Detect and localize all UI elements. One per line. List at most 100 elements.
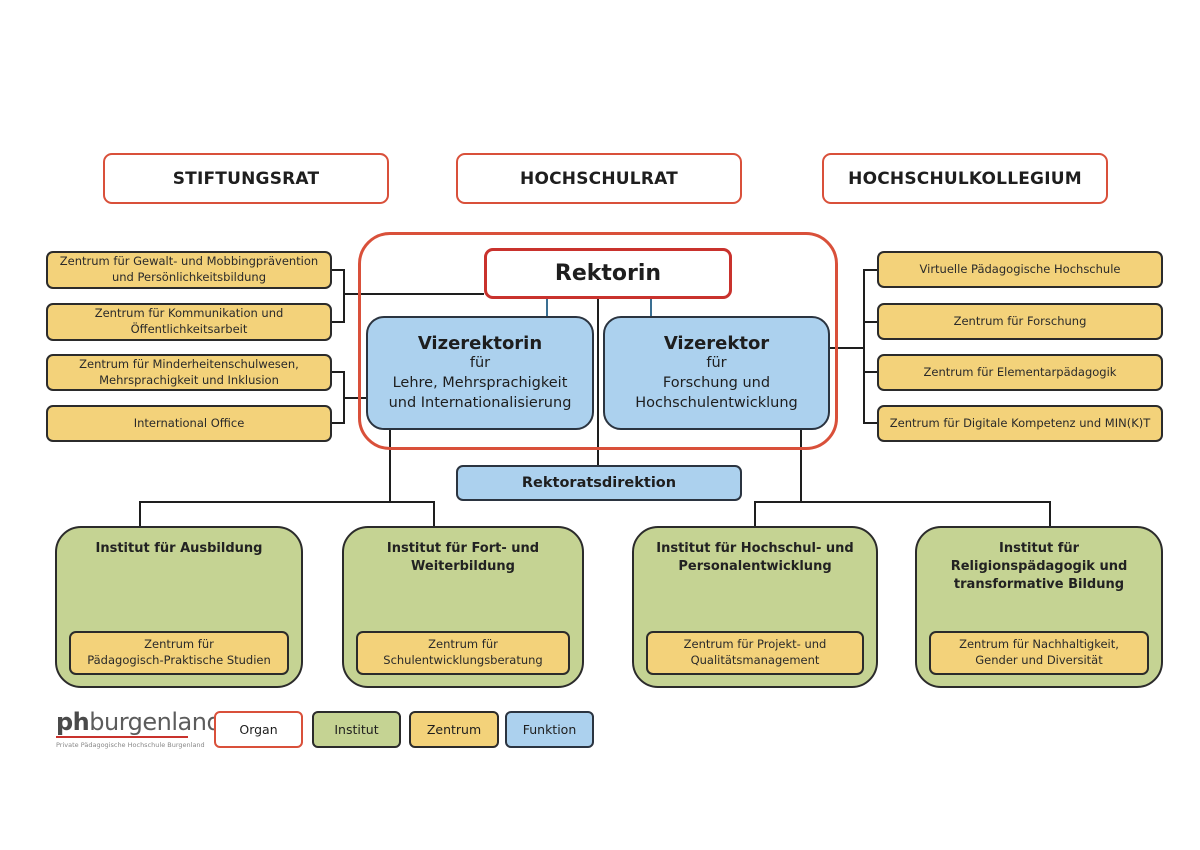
right-zentrum-item[interactable]: Zentrum für Elementarpädagogik bbox=[877, 354, 1163, 391]
institut-title-line: Religionspädagogik und bbox=[950, 559, 1128, 575]
connector bbox=[597, 299, 599, 465]
logo: phburgenland Private Pädagogische Hochsc… bbox=[56, 708, 222, 752]
rektorin-label: Rektorin bbox=[554, 261, 662, 286]
institut-zentrum[interactable]: Zentrum für Nachhaltigkeit, Gender und D… bbox=[929, 631, 1149, 675]
connector bbox=[800, 430, 802, 502]
right-zentrum-item[interactable]: Zentrum für Forschung bbox=[877, 303, 1163, 340]
institut-zentrum[interactable]: Zentrum für Pädagogisch-Praktische Studi… bbox=[69, 631, 289, 675]
legend-label: Institut bbox=[334, 722, 379, 737]
zentrum-line: und Persönlichkeitsbildung bbox=[111, 270, 267, 284]
legend-label: Organ bbox=[239, 722, 278, 737]
connector bbox=[863, 269, 877, 271]
organ-label: STIFTUNGSRAT bbox=[172, 168, 320, 189]
organ-hochschulkollegium[interactable]: HOCHSCHULKOLLEGIUM bbox=[822, 153, 1108, 204]
connector bbox=[332, 422, 344, 424]
connector bbox=[546, 299, 548, 316]
logo-subtitle: Private Pädagogische Hochschule Burgenla… bbox=[56, 741, 205, 749]
zentrum-line: Gender und Diversität bbox=[975, 653, 1103, 667]
vizerektor-box[interactable]: Vizerektor für Forschung und Hochschulen… bbox=[603, 316, 830, 430]
connector bbox=[139, 501, 141, 526]
vizerektorin-title: Vizerektorin bbox=[417, 332, 543, 354]
institut-ausbildung[interactable]: Institut für Ausbildung Zentrum für Päda… bbox=[55, 526, 303, 688]
zentrum-line: International Office bbox=[133, 415, 245, 430]
left-zentrum-item[interactable]: Zentrum für Gewalt- und Mobbingpräventio… bbox=[46, 251, 332, 289]
connector bbox=[830, 347, 865, 349]
zentrum-line: Zentrum für bbox=[428, 637, 498, 652]
zentrum-label: Zentrum für Digitale Kompetenz und MIN(K… bbox=[889, 415, 1151, 430]
rektorat-container bbox=[358, 232, 838, 450]
right-zentrum-item[interactable]: Virtuelle Pädagogische Hochschule bbox=[877, 251, 1163, 288]
zentrum-line: Mehrsprachigkeit und Inklusion bbox=[99, 372, 279, 387]
institut-fort-weiterbildung[interactable]: Institut für Fort- und Weiterbildung Zen… bbox=[342, 526, 584, 688]
institut-title-line: Institut für Hochschul- und bbox=[656, 541, 854, 556]
connector bbox=[433, 501, 435, 526]
vizerektorin-line: Lehre, Mehrsprachigkeit bbox=[392, 375, 568, 392]
legend-label: Zentrum bbox=[426, 722, 482, 737]
organ-label: HOCHSCHULRAT bbox=[520, 168, 678, 189]
connector bbox=[754, 501, 756, 526]
connector bbox=[332, 321, 344, 323]
zentrum-line: Zentrum für bbox=[144, 637, 214, 652]
left-zentrum-item[interactable]: Zentrum für Kommunikation und Öffentlich… bbox=[46, 303, 332, 341]
vizerektorin-line: und Internationalisierung bbox=[388, 394, 572, 411]
zentrum-line: Pädagogisch-Praktische Studien bbox=[87, 653, 271, 667]
connector bbox=[863, 422, 877, 424]
institut-religionspaedagogik[interactable]: Institut für Religionspädagogik und tran… bbox=[915, 526, 1163, 688]
logo-underline bbox=[56, 736, 188, 738]
rektorin-box[interactable]: Rektorin bbox=[484, 248, 732, 299]
vizerektor-title: Vizerektor bbox=[663, 332, 770, 354]
zentrum-label: Zentrum für Elementarpädagogik bbox=[923, 364, 1117, 379]
institut-title-line: transformative Bildung bbox=[953, 577, 1125, 593]
vizerektorin-box[interactable]: Vizerektorin für Lehre, Mehrsprachigkeit… bbox=[366, 316, 594, 430]
organ-hochschulrat[interactable]: HOCHSCHULRAT bbox=[456, 153, 742, 204]
institut-zentrum[interactable]: Zentrum für Projekt- und Qualitätsmanage… bbox=[646, 631, 864, 675]
connector bbox=[863, 269, 865, 424]
institut-title: Institut für Ausbildung bbox=[67, 540, 291, 558]
zentrum-label: Zentrum für Forschung bbox=[953, 313, 1087, 328]
vizerektor-line: Forschung und bbox=[662, 375, 771, 392]
zentrum-line: Zentrum für Kommunikation und bbox=[94, 306, 284, 321]
left-zentrum-item[interactable]: Zentrum für Minderheitenschulwesen, Mehr… bbox=[46, 354, 332, 391]
zentrum-line: Schulentwicklungsberatung bbox=[383, 653, 543, 667]
institut-title-line: Institut für Fort- und bbox=[386, 541, 540, 556]
connector bbox=[139, 501, 435, 503]
rektoratsdirektion-box[interactable]: Rektoratsdirektion bbox=[456, 465, 742, 501]
legend-funktion: Funktion bbox=[505, 711, 594, 748]
connector bbox=[863, 371, 877, 373]
institut-title-line: Weiterbildung bbox=[411, 559, 515, 575]
vizerektorin-line: für bbox=[469, 355, 491, 372]
institut-hochschul-personalentwicklung[interactable]: Institut für Hochschul- und Personalentw… bbox=[632, 526, 878, 688]
zentrum-line: Öffentlichkeitsarbeit bbox=[130, 322, 248, 336]
connector bbox=[1049, 501, 1051, 526]
institut-title: Institut für Fort- und Weiterbildung bbox=[354, 540, 572, 576]
legend-zentrum: Zentrum bbox=[409, 711, 499, 748]
zentrum-line: Zentrum für Minderheitenschulwesen, bbox=[79, 356, 299, 371]
zentrum-label: Virtuelle Pädagogische Hochschule bbox=[919, 261, 1121, 276]
connector bbox=[650, 299, 652, 316]
institut-title-line: Institut für bbox=[998, 541, 1080, 556]
right-zentrum-item[interactable]: Zentrum für Digitale Kompetenz und MIN(K… bbox=[877, 405, 1163, 442]
rektoratsdirektion-label: Rektoratsdirektion bbox=[521, 475, 677, 491]
organ-label: HOCHSCHULKOLLEGIUM bbox=[848, 168, 1082, 189]
institut-zentrum[interactable]: Zentrum für Schulentwicklungsberatung bbox=[356, 631, 570, 675]
connector bbox=[332, 269, 344, 271]
connector bbox=[389, 430, 391, 502]
connector bbox=[343, 293, 484, 295]
logo-name: burgenland bbox=[89, 708, 222, 736]
connector bbox=[343, 269, 345, 323]
left-zentrum-item[interactable]: International Office bbox=[46, 405, 332, 442]
vizerektor-line: für bbox=[706, 355, 727, 372]
connector bbox=[343, 397, 367, 399]
logo-ph: ph bbox=[56, 708, 90, 736]
vizerektor-line: Hochschulentwicklung bbox=[635, 394, 798, 411]
logo-wordmark: phburgenland bbox=[56, 708, 222, 736]
zentrum-line: Zentrum für Projekt- und bbox=[683, 637, 827, 652]
connector bbox=[754, 501, 1051, 503]
institut-title-line: Institut für Ausbildung bbox=[95, 541, 263, 556]
legend-institut: Institut bbox=[312, 711, 401, 748]
organ-stiftungsrat[interactable]: STIFTUNGSRAT bbox=[103, 153, 389, 204]
legend-label: Funktion bbox=[522, 722, 577, 737]
institut-title-line: Personalentwicklung bbox=[678, 559, 832, 575]
institut-title: Institut für Hochschul- und Personalentw… bbox=[644, 540, 866, 576]
legend-organ: Organ bbox=[214, 711, 303, 748]
